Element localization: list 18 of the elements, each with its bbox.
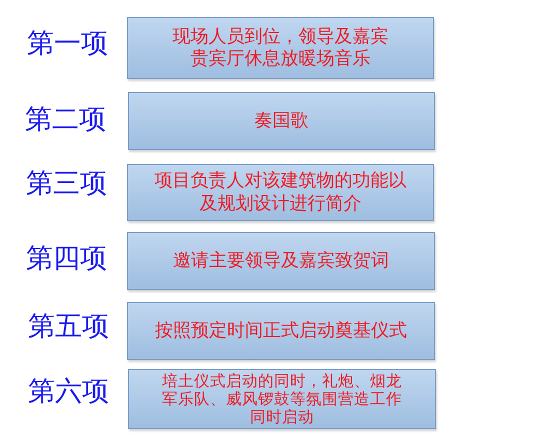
step-box — [128, 369, 436, 429]
step-description: 培土仪式启动的同时，礼炮、烟龙军乐队、威风锣鼓等氛围营造工作同时启动 — [160, 372, 403, 426]
step-box — [127, 302, 435, 360]
step-label: 第六项 — [28, 376, 109, 408]
step-box — [127, 17, 434, 79]
step-description: 按照预定时间正式启动奠基仪式 — [155, 320, 407, 342]
step-description: 现场人员到位，领导及嘉宾贵宾厅休息放暖场音乐 — [172, 26, 390, 70]
step-box — [127, 164, 434, 221]
step-description: 项目负责人对该建筑物的功能以及规划设计进行简介 — [154, 170, 408, 215]
step-description: 邀请主要领导及嘉宾致贺词 — [173, 250, 389, 272]
step-label: 第二项 — [25, 104, 106, 136]
step-label: 第三项 — [26, 168, 107, 200]
step-description: 奏国歌 — [254, 110, 308, 132]
step-label: 第四项 — [26, 243, 107, 276]
step-box — [127, 232, 435, 290]
step-box — [128, 92, 435, 150]
step-label: 第五项 — [28, 311, 109, 344]
step-label: 第一项 — [27, 28, 108, 60]
